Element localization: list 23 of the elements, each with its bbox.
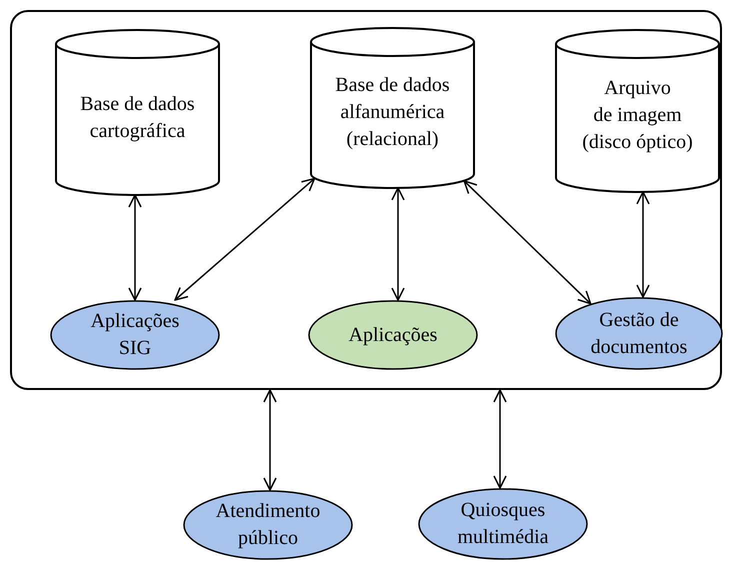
database-cylinder [55,30,220,195]
double-arrow [636,191,650,298]
double-arrow [263,389,277,491]
double-arrow [493,389,507,489]
process-ellipse [308,300,478,370]
node-label: Arquivo de imagem (disco óptico) [581,76,694,154]
process-ellipse [183,490,353,560]
node-label: Base de dados cartográfica [79,92,196,144]
node-label: Base de dados alfanumérica (relacional) [334,72,451,152]
process-ellipse [418,488,588,560]
double-arrow [463,180,592,304]
double-arrow [391,187,405,301]
node-label: Aplicações [348,322,438,348]
node-label: Gestão de documentos [590,308,688,360]
process-ellipse [555,297,723,370]
node-label: Aplicações SIG [90,309,180,361]
double-arrow [128,194,142,301]
node-label: Quiosques multimédia [456,498,550,550]
double-arrow [174,178,316,301]
node-label: Atendimento público [214,499,322,551]
process-ellipse [50,300,220,370]
database-cylinder [310,28,475,188]
database-cylinder [555,30,720,192]
